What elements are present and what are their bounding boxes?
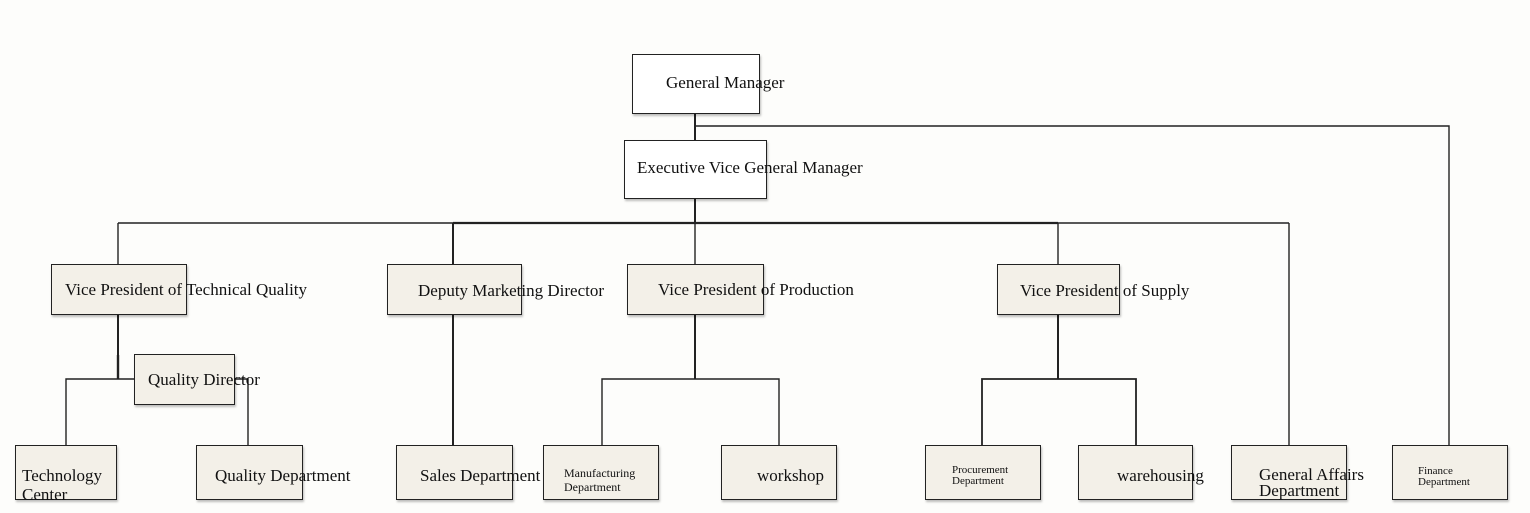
sales-department-box <box>396 445 513 500</box>
quality-department-box <box>196 445 303 500</box>
vp-supply-label: Vice President of Supply <box>1020 281 1190 300</box>
quality-director-box <box>134 354 235 405</box>
manufacturing-department-label: Manufacturing Department <box>564 466 636 494</box>
manufacturing-department-box <box>543 445 659 500</box>
executive-vice-general-manager-box <box>624 140 767 199</box>
quality-department-label: Quality Department <box>215 466 351 485</box>
vp-production-box <box>627 264 764 315</box>
procurement-department-box <box>925 445 1041 500</box>
workshop-label: workshop <box>757 466 825 485</box>
general-affairs-department-box <box>1231 445 1347 500</box>
sales-department-label: Sales Department <box>420 466 541 485</box>
workshop-box <box>721 445 837 500</box>
quality-director-label: Quality Director <box>148 370 260 389</box>
warehousing-label: warehousing <box>1117 466 1204 485</box>
vp-production-label: Vice President of Production <box>658 280 854 299</box>
technology-center-box <box>15 445 117 500</box>
deputy-marketing-director-label: Deputy Marketing Director <box>418 281 604 300</box>
executive-vice-general-manager-label: Executive Vice General Manager <box>637 158 863 177</box>
warehousing-box <box>1078 445 1193 500</box>
finance-department-label: Finance Department <box>1418 465 1470 488</box>
vp-supply-box <box>997 264 1120 315</box>
general-affairs-department-label: General Affairs Department <box>1259 465 1364 500</box>
general-manager-box <box>632 54 760 114</box>
vp-technical-quality-box <box>51 264 187 315</box>
vp-technical-quality-label: Vice President of Technical Quality <box>65 280 308 299</box>
technology-center-label: Technology Center <box>22 466 103 504</box>
finance-department-box <box>1392 445 1508 500</box>
procurement-department-label: Procurement Department <box>952 464 1009 487</box>
general-manager-label: General Manager <box>666 73 785 92</box>
deputy-marketing-director-box <box>387 264 522 315</box>
